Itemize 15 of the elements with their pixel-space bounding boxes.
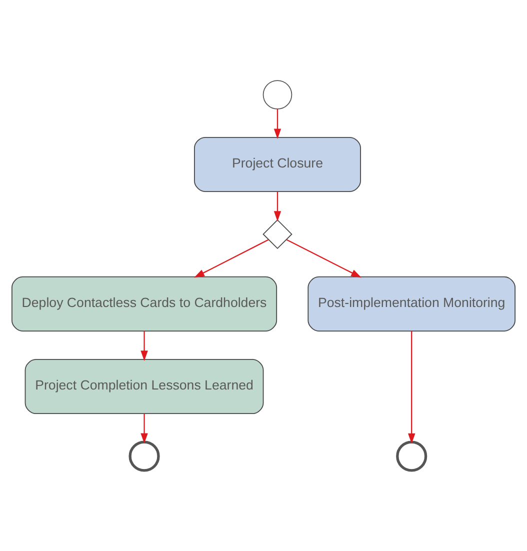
arrow <box>140 331 148 361</box>
arrow <box>140 414 148 444</box>
arrow <box>286 239 362 278</box>
arrow <box>408 331 416 444</box>
node-diamond <box>262 219 292 250</box>
node-box: Post-implementation Monitoring <box>308 276 516 332</box>
node-box: Deploy Contactless Cards to Cardholders <box>12 276 278 332</box>
node-circle <box>396 440 428 472</box>
arrow <box>274 192 282 222</box>
node-circle <box>128 440 160 472</box>
node-box: Project Completion Lessons Learned <box>24 358 264 414</box>
node-box: Project Closure <box>194 136 361 192</box>
node-circle <box>262 80 292 110</box>
arrow <box>194 239 269 278</box>
arrow <box>274 109 282 139</box>
